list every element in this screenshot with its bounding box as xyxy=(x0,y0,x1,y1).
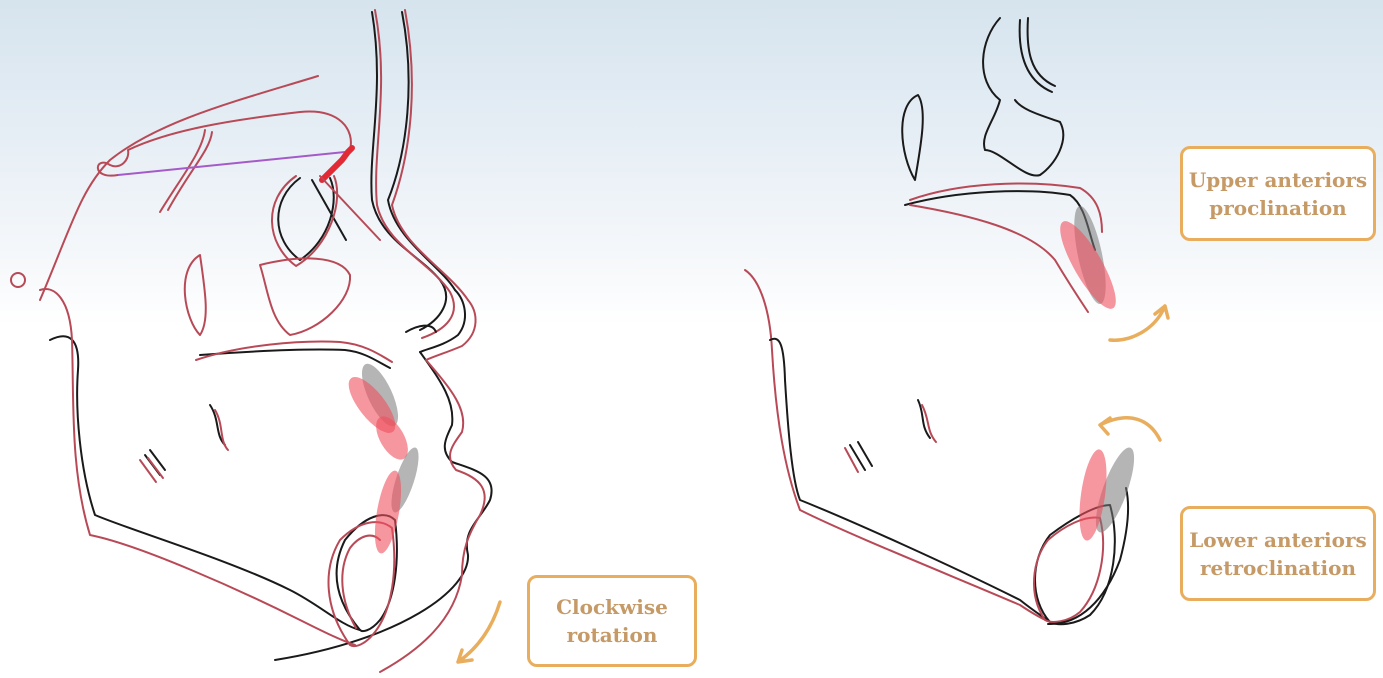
ramus-before xyxy=(50,336,360,630)
forehead-soft-tissue-after xyxy=(375,10,454,338)
orbit-line-before xyxy=(168,132,212,210)
lower-anteriors-label: Lower anteriors retroclination xyxy=(1180,506,1376,601)
ramus-right-before xyxy=(770,339,1050,622)
pterygoid-right xyxy=(902,95,923,180)
molar-mark-after xyxy=(140,410,228,482)
orbit-before xyxy=(278,178,346,260)
clockwise-label-line1: Clockwise xyxy=(556,593,668,621)
maxillary-sinus-before xyxy=(260,258,350,335)
right-partial-tracing xyxy=(745,18,1142,624)
upper-anteriors-label: Upper anteriors proclination xyxy=(1180,146,1376,241)
anterior-maxilla-after xyxy=(910,205,1088,312)
clockwise-rotation-label: Clockwise rotation xyxy=(527,575,697,667)
pterygoid-before xyxy=(185,255,206,335)
palate-after xyxy=(196,342,392,362)
upper-label-line2: proclination xyxy=(1209,194,1346,222)
frontal-bone-before xyxy=(388,12,455,290)
molar-mark-right xyxy=(850,400,930,470)
cranial-base-before xyxy=(40,76,318,300)
clockwise-rotation-arrow xyxy=(458,602,500,662)
frontal-bone-after xyxy=(392,10,468,300)
upper-label-line1: Upper anteriors xyxy=(1189,166,1367,194)
sn-reference-line xyxy=(118,152,345,175)
upper-proclination-arrow xyxy=(1110,306,1168,340)
molar-mark-before xyxy=(145,405,225,475)
clockwise-label-line2: rotation xyxy=(567,621,658,649)
lower-label-line2: retroclination xyxy=(1200,554,1356,582)
nose-after xyxy=(426,300,476,360)
ear-rod-ring xyxy=(11,273,25,287)
lower-label-line1: Lower anteriors xyxy=(1189,526,1367,554)
palate-before xyxy=(200,349,390,368)
lower-retroclination-arrow xyxy=(1100,418,1160,440)
nose-before xyxy=(406,290,465,352)
left-full-profile-tracing xyxy=(11,10,492,672)
maxilla-upper-lines xyxy=(1020,18,1055,92)
maxilla-upper-before xyxy=(983,18,1063,176)
